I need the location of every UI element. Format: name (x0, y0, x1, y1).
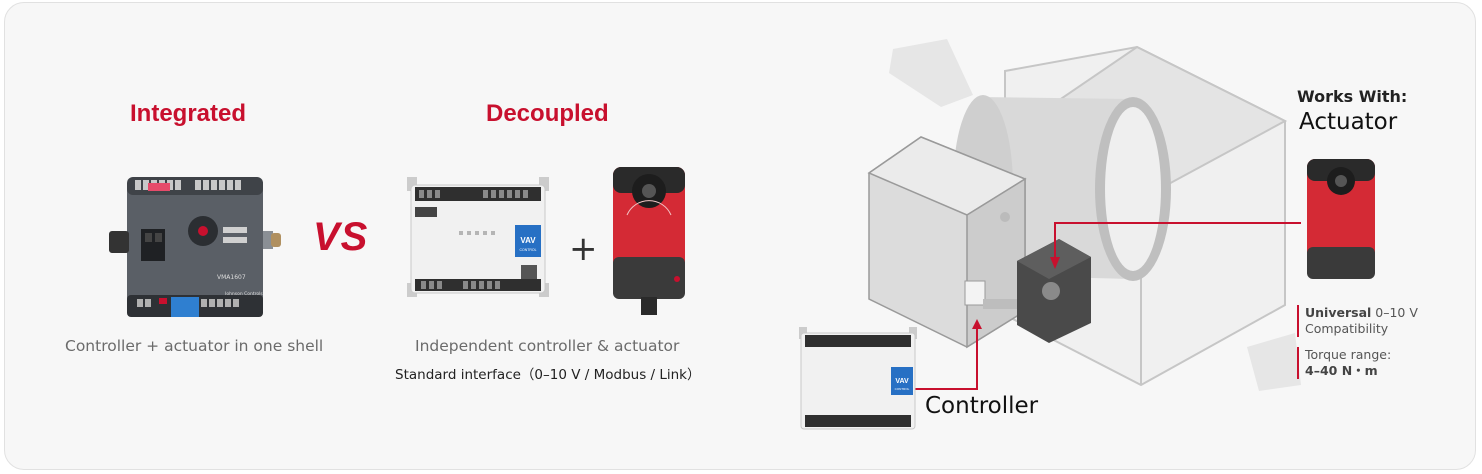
spec-compatibility: Universal 0–10 V Compatibility (1297, 305, 1418, 337)
vav-box-illustration (867, 39, 1301, 391)
spec2-line2: 4–40 N・m (1305, 363, 1378, 378)
actuator-thumb-image (1307, 159, 1375, 279)
vs-label: VS (313, 215, 369, 259)
controller-thumb-image: VAV CONTROL (799, 327, 917, 430)
airflow-out-arrow-icon (1247, 333, 1301, 391)
controller-label: Controller (925, 393, 1039, 419)
vav-thumb-control-text: CONTROL (895, 387, 910, 391)
diagram-panel: Integrated VMA1607 Johnson Controls (4, 2, 1476, 470)
integrated-controller-image: VMA1607 Johnson Controls (109, 177, 281, 317)
spec1-bold: Universal (1305, 305, 1372, 320)
spec-torque: Torque range: 4–40 N・m (1297, 347, 1391, 379)
works-with-label: Works With: (1297, 87, 1408, 106)
actuator-image (613, 167, 685, 315)
actuator-label: Actuator (1299, 109, 1398, 135)
plus-sign: + (569, 229, 598, 269)
spec1-rest: 0–10 V (1371, 305, 1418, 320)
integrated-caption: Controller + actuator in one shell (65, 337, 324, 355)
vav-control-text: CONTROL (519, 248, 536, 252)
vav-thumb-text: VAV (895, 378, 909, 385)
airflow-in-arrow-icon (889, 39, 973, 107)
vav-model-text: VMA1607 (217, 274, 246, 281)
spec2-line1: Torque range: (1305, 347, 1392, 362)
integrated-title: Integrated (130, 100, 247, 127)
spec1-line2: Compatibility (1305, 321, 1389, 336)
vav-text: VAV (520, 236, 536, 245)
decoupled-caption: Independent controller & actuator (415, 337, 680, 355)
decoupled-title: Decoupled (486, 100, 609, 127)
decoupled-subcaption: Standard interface（0–10 V / Modbus / Lin… (395, 367, 701, 383)
jci-brand-text: Johnson Controls (224, 291, 263, 297)
vav-controller-image: VAV CONTROL (407, 177, 549, 297)
